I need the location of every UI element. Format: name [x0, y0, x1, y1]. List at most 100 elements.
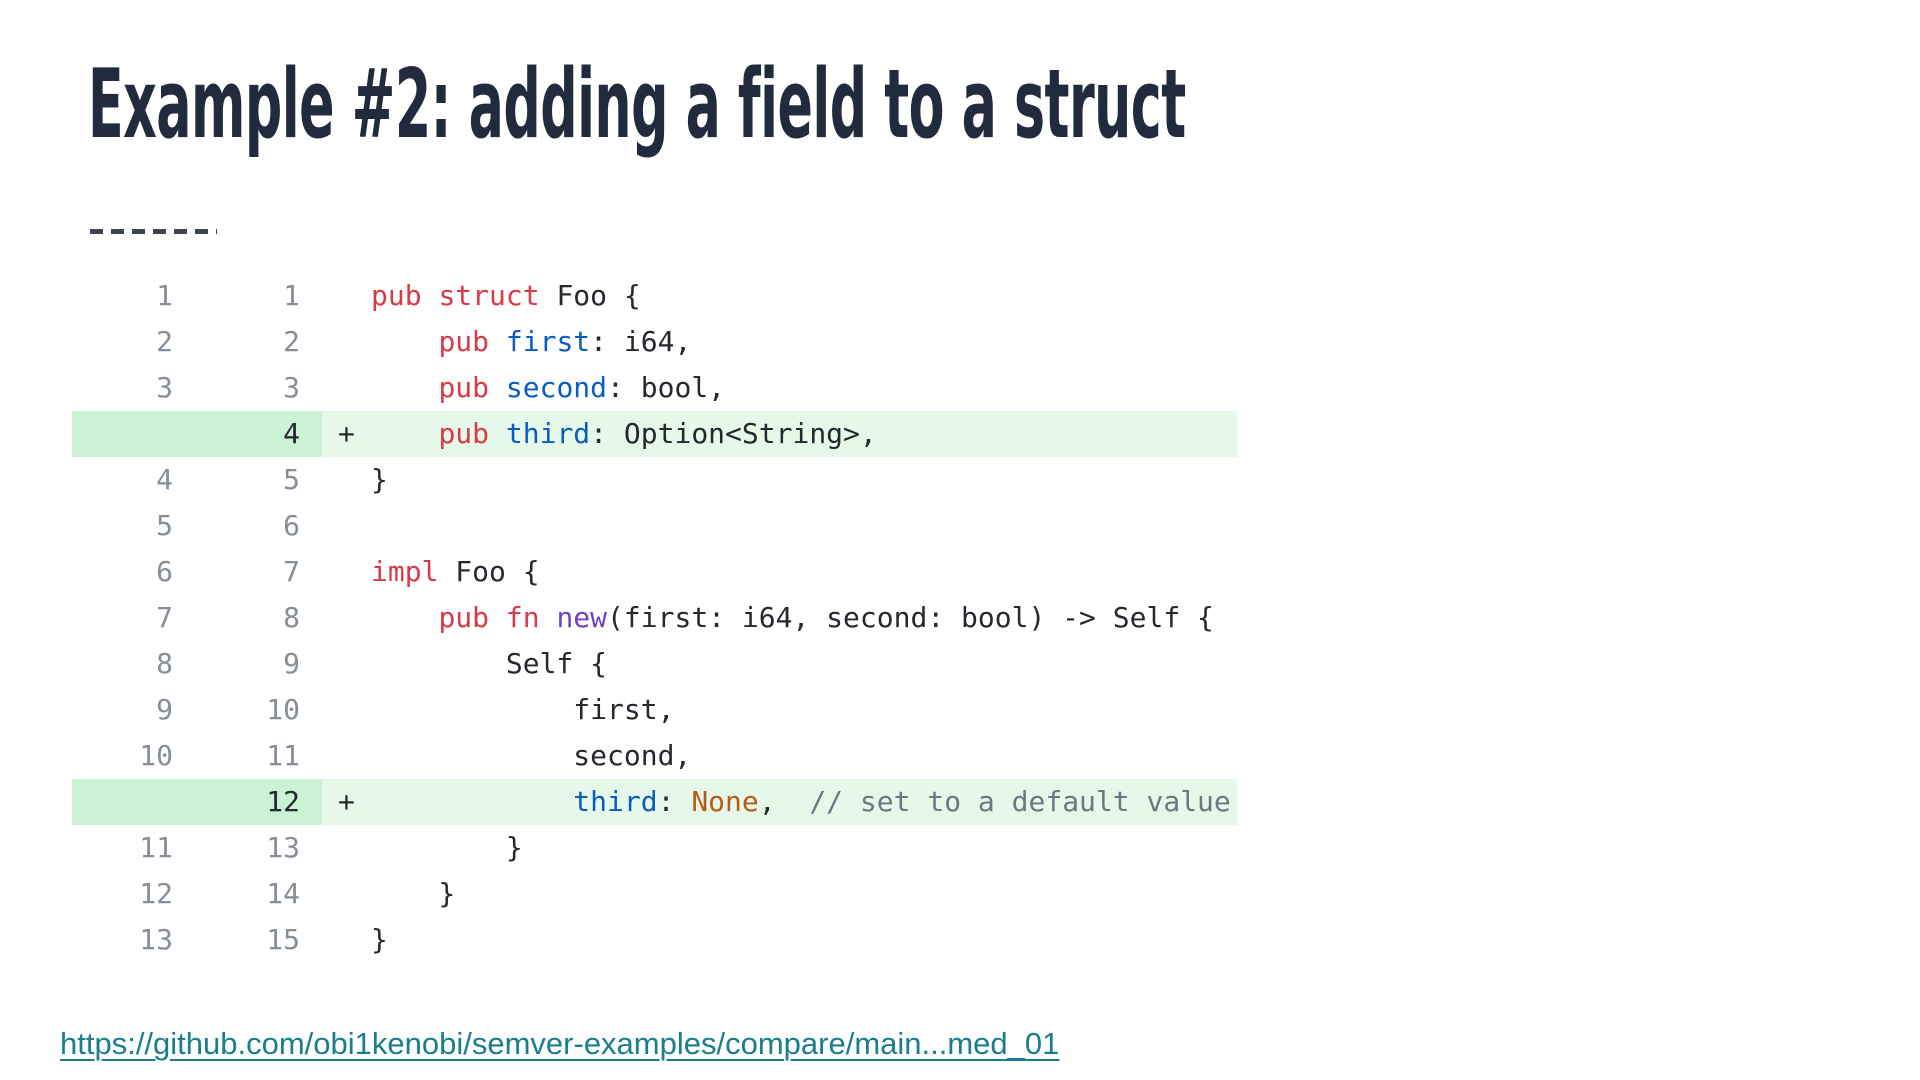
code-line: second, — [371, 733, 1237, 779]
gutter-padding — [300, 779, 322, 825]
old-line-number: 9 — [156, 693, 173, 726]
gutter-padding — [300, 825, 322, 871]
new-line-number: 9 — [283, 647, 300, 680]
code-line: pub first: i64, — [371, 319, 1237, 365]
code-token-plain — [489, 325, 506, 358]
code-line: first, — [371, 687, 1237, 733]
gutter-padding — [300, 457, 322, 503]
line-number-gutter: 4 — [72, 411, 322, 457]
new-line-number: 7 — [283, 555, 300, 588]
new-line-number: 11 — [266, 739, 300, 772]
code-line: } — [371, 825, 1237, 871]
added-line-marker — [322, 595, 371, 641]
new-line-number: 12 — [266, 785, 300, 818]
code-token-keyword: pub — [438, 601, 490, 634]
gutter-padding — [300, 917, 322, 963]
added-line-marker — [322, 641, 371, 687]
line-number-gutter: 11 13 — [72, 825, 322, 871]
line-number-gutter: 10 11 — [72, 733, 322, 779]
code-token-plain: } — [371, 877, 456, 910]
old-line-number: 8 — [156, 647, 173, 680]
gutter-padding — [300, 365, 322, 411]
gutter-padding — [300, 273, 322, 319]
code-token-ident: third — [573, 785, 658, 818]
code-token-plain — [371, 325, 438, 358]
old-line-number: 5 — [156, 509, 173, 542]
code-token-plain: Foo { — [438, 555, 540, 588]
gutter-padding — [300, 411, 322, 457]
code-line: } — [371, 871, 1237, 917]
code-token-plain: : — [657, 785, 692, 818]
code-token-plain: } — [371, 831, 523, 864]
code-token-plain: : bool, — [607, 371, 726, 404]
old-line-number: 12 — [139, 877, 173, 910]
added-line-marker — [322, 273, 371, 319]
old-line-number: 3 — [156, 371, 173, 404]
old-line-number: 2 — [156, 325, 173, 358]
code-token-plain — [371, 417, 438, 450]
code-token-keyword: impl — [371, 555, 439, 588]
code-token-plain: } — [371, 923, 388, 956]
code-line: third: None, // set to a default value — [371, 779, 1237, 825]
code-line: pub second: bool, — [371, 365, 1237, 411]
gutter-padding — [300, 641, 322, 687]
code-token-plain: Foo { — [539, 279, 641, 312]
code-token-plain — [489, 371, 506, 404]
added-line-marker — [322, 365, 371, 411]
gutter-padding — [300, 595, 322, 641]
diff-row: 11 13 } — [72, 825, 1237, 871]
gutter-padding — [300, 733, 322, 779]
diff-row: 10 11 second, — [72, 733, 1237, 779]
diff-row-added: 12+ third: None, // set to a default val… — [72, 779, 1237, 825]
new-line-number: 6 — [283, 509, 300, 542]
code-token-const: None — [691, 785, 759, 818]
code-token-plain — [371, 371, 438, 404]
new-line-number: 2 — [283, 325, 300, 358]
old-line-number: 1 — [156, 279, 173, 312]
gutter-padding — [300, 319, 322, 365]
code-token-fn: new — [556, 601, 608, 634]
old-line-number: 13 — [139, 923, 173, 956]
new-line-number: 5 — [283, 463, 300, 496]
github-compare-link[interactable]: https://github.com/obi1kenobi/semver-exa… — [60, 1026, 1060, 1061]
code-token-plain: : Option<String>, — [590, 417, 877, 450]
code-line: pub struct Foo { — [371, 273, 1237, 319]
added-line-marker — [322, 503, 371, 549]
code-line: Self { — [371, 641, 1237, 687]
code-token-plain: : i64, — [590, 325, 692, 358]
code-line — [371, 503, 1237, 549]
code-line: pub third: Option<String>, — [371, 411, 1237, 457]
old-line-number: 11 — [139, 831, 173, 864]
code-line: } — [371, 917, 1237, 963]
added-line-marker — [322, 319, 371, 365]
code-token-keyword: struct — [438, 279, 540, 312]
page-title: Example #2: adding a field to a struct — [88, 50, 1186, 160]
added-line-marker — [322, 457, 371, 503]
code-line: } — [371, 457, 1237, 503]
new-line-number: 13 — [266, 831, 300, 864]
code-token-keyword: pub — [438, 371, 490, 404]
code-token-plain: } — [371, 463, 388, 496]
old-line-number — [72, 411, 173, 457]
code-token-keyword: fn — [505, 601, 540, 634]
added-line-marker: + — [322, 411, 371, 457]
added-line-marker — [322, 687, 371, 733]
old-line-number: 10 — [139, 739, 173, 772]
code-line: pub fn new(first: i64, second: bool) -> … — [371, 595, 1237, 641]
diff-row-added: 4+ pub third: Option<String>, — [72, 411, 1237, 457]
gutter-padding — [300, 687, 322, 733]
code-token-plain: , — [758, 785, 810, 818]
